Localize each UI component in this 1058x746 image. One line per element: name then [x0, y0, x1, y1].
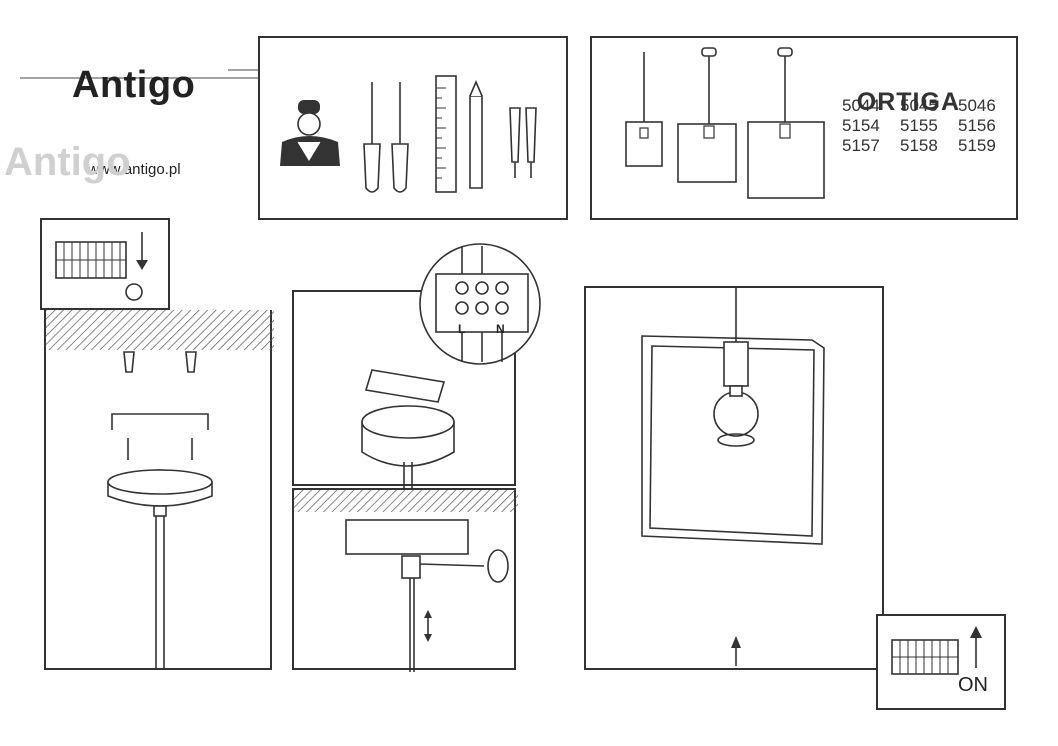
- step-cable-adjust: [292, 488, 518, 672]
- ceiling-canopy-icon: [345, 519, 469, 555]
- product-panel: ORTIGA: [590, 36, 1018, 220]
- arrow-up-icon: [731, 636, 741, 666]
- brand-website: www.antigo.pl: [88, 161, 181, 178]
- terminal-block-icon: [435, 246, 529, 362]
- circuit-breaker-icon: [55, 241, 127, 279]
- pendant-lamp-icon: [747, 47, 825, 199]
- wall-plug-icon: [123, 351, 197, 373]
- screw-icon: [127, 438, 193, 460]
- cable-gripper-icon: [401, 549, 509, 583]
- ceiling-canopy-icon: [107, 469, 213, 517]
- product-code: 5155: [900, 116, 938, 135]
- wall-plug-icon: [509, 107, 537, 178]
- product-code: 5157: [842, 136, 880, 155]
- product-code: 5159: [958, 136, 996, 155]
- arrow-updown-icon: [424, 610, 432, 642]
- product-code: 5154: [842, 116, 880, 135]
- step-switch-on: [876, 614, 1006, 710]
- ceiling-canopy-icon: [361, 405, 455, 488]
- pendant-lamp-icon: [641, 335, 825, 545]
- step-bulb: [584, 286, 884, 670]
- product-code: 5158: [900, 136, 938, 155]
- arrow-down-icon: [136, 232, 148, 270]
- step-mount-bracket: [44, 310, 274, 670]
- product-code: 5046: [958, 96, 996, 115]
- mounting-bracket-icon: [111, 413, 209, 430]
- product-codes: 5044 5045 5046 5154 5155 5156 5157 5158 …: [842, 96, 1016, 156]
- terminal-label-l: L: [458, 322, 466, 336]
- step-switch-off: [40, 218, 170, 310]
- ceiling: [46, 310, 274, 350]
- tools-panel: [258, 36, 568, 220]
- circuit-breaker-icon: [891, 639, 959, 675]
- bulb-socket-icon: [723, 341, 749, 387]
- terminal-label-n: N: [496, 322, 505, 336]
- arrow-up-icon: [970, 626, 982, 668]
- watermark-brand: Antigo: [4, 140, 131, 184]
- pencil-icon: [469, 79, 483, 189]
- screwdriver-icon: [363, 82, 409, 193]
- installer-icon: [280, 100, 340, 166]
- ruler-icon: [435, 75, 457, 193]
- brand-logo: Antigo: [72, 64, 196, 106]
- ceiling: [294, 490, 518, 512]
- switch-on-label: ON: [958, 674, 988, 696]
- bulb-icon: [713, 385, 759, 437]
- product-code: 5045: [900, 96, 938, 115]
- mounting-bracket-icon: [364, 369, 446, 403]
- pendant-lamp-icon: [625, 52, 663, 167]
- step-wiring: [292, 290, 516, 488]
- pendant-lamp-icon: [677, 47, 737, 183]
- product-code: 5156: [958, 116, 996, 135]
- product-code: 5044: [842, 96, 880, 115]
- product-name: ORTIGA: [856, 88, 960, 116]
